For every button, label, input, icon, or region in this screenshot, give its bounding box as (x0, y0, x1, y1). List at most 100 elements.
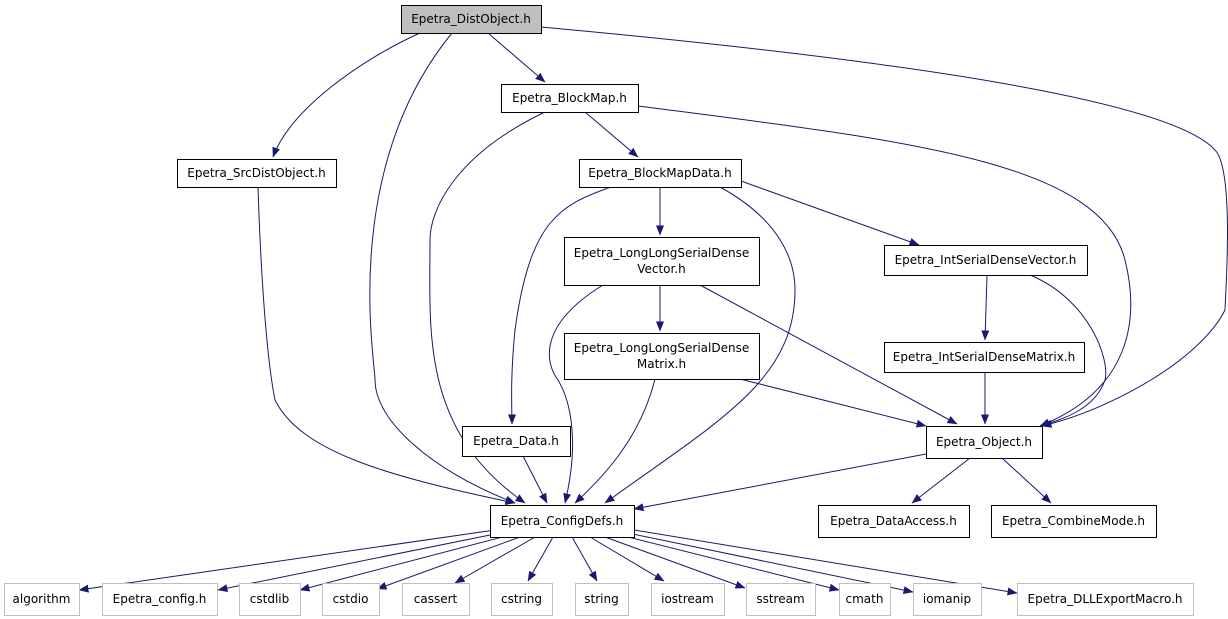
node-combinemode[interactable]: Epetra_CombineMode.h (991, 505, 1157, 538)
node-box (564, 237, 760, 286)
edge-blockmap-to-object (637, 105, 1132, 427)
edge-distobject-to-srcdist (272, 32, 421, 158)
node-config[interactable]: Epetra_config.h (102, 583, 218, 616)
node-iostream[interactable]: iostream (651, 583, 725, 616)
edge-distobject-to-configdefs (369, 32, 516, 504)
node-box (575, 583, 629, 616)
node-box (839, 583, 891, 616)
node-label: Epetra_CombineMode.h (1002, 514, 1145, 528)
node-label: Epetra_IntSerialDenseVector.h (895, 253, 1077, 267)
node-cstring[interactable]: cstring (491, 583, 553, 616)
edge-llmatrix-to-configdefs (574, 378, 656, 504)
node-box (401, 5, 542, 34)
node-label: cstring (501, 592, 542, 606)
node-box (102, 583, 218, 616)
node-box (402, 583, 470, 616)
edge-blockmapdata-to-configdefs (604, 186, 796, 504)
node-object[interactable]: Epetra_Object.h (926, 426, 1043, 459)
edge-configdefs-to-cassert (454, 536, 536, 584)
edge-configdefs-to-cstdio (376, 536, 521, 590)
edge-blockmap-to-blockmapdata (584, 111, 639, 158)
edge-blockmapdata-to-data (507, 186, 612, 425)
edge-configdefs-to-algorithm (78, 529, 496, 593)
node-box (501, 84, 639, 113)
edge-object-to-dataaccess (911, 457, 971, 504)
node-label: iostream (661, 592, 714, 606)
node-label: string (584, 592, 618, 606)
node-blockmapdata[interactable]: Epetra_BlockMapData.h (579, 159, 742, 188)
node-box (491, 583, 553, 616)
node-cstdlib[interactable]: cstdlib (239, 583, 301, 616)
node-box (746, 583, 816, 616)
node-intmatrix[interactable]: Epetra_IntSerialDenseMatrix.h (884, 342, 1085, 373)
node-intvector[interactable]: Epetra_IntSerialDenseVector.h (884, 245, 1088, 276)
node-data[interactable]: Epetra_Data.h (462, 426, 571, 457)
node-label: algorithm (13, 592, 71, 606)
node-box (913, 583, 982, 616)
node-box (564, 333, 760, 380)
node-label: Epetra_LongLongSerialDense (574, 246, 749, 260)
edge-srcdist-to-configdefs (257, 186, 516, 505)
node-configdefs[interactable]: Epetra_ConfigDefs.h (490, 505, 635, 538)
edge-configdefs-to-string (571, 536, 598, 582)
edge-llvector-to-object (699, 284, 958, 425)
edge-configdefs-to-cstdlib (299, 534, 511, 592)
node-box (239, 583, 301, 616)
edge-data-to-configdefs (522, 455, 548, 504)
node-label: Epetra_LongLongSerialDense (574, 341, 749, 355)
node-box (818, 505, 970, 538)
node-label: cstdio (333, 592, 369, 606)
edge-object-to-combinemode (1001, 457, 1052, 504)
edges-layer (78, 26, 1228, 596)
node-sstream[interactable]: sstream (746, 583, 816, 616)
node-label: Epetra_BlockMap.h (512, 91, 627, 105)
node-algorithm[interactable]: algorithm (4, 583, 80, 616)
edge-configdefs-to-cstring (527, 536, 554, 582)
node-box (884, 245, 1088, 276)
node-box (926, 426, 1043, 459)
node-dllexport[interactable]: Epetra_DLLExportMacro.h (1017, 583, 1194, 616)
node-box (579, 159, 742, 188)
node-label: Epetra_SrcDistObject.h (187, 166, 326, 180)
node-box (490, 505, 635, 538)
node-label: Epetra_ConfigDefs.h (501, 514, 624, 528)
node-distobject: Epetra_DistObject.h (401, 5, 542, 34)
node-blockmap[interactable]: Epetra_BlockMap.h (501, 84, 639, 113)
edge-configdefs-to-iomanip (627, 532, 914, 594)
node-label: Epetra_DistObject.h (411, 12, 531, 26)
edge-llmatrix-to-object (739, 378, 927, 428)
node-cmath[interactable]: cmath (839, 583, 891, 616)
node-box (884, 342, 1085, 373)
edge-configdefs-to-config (217, 532, 501, 593)
node-string[interactable]: string (575, 583, 629, 616)
node-label: cmath (846, 592, 884, 606)
node-label: cstdlib (250, 592, 289, 606)
nodes-layer: Epetra_DistObject.hEpetra_BlockMap.hEpet… (4, 5, 1194, 616)
node-cassert[interactable]: cassert (402, 583, 470, 616)
node-label: iomanip (923, 592, 971, 606)
edge-object-to-configdefs (633, 453, 927, 512)
edge-distobject-to-object (540, 26, 1228, 428)
edge-configdefs-to-cmath (619, 534, 840, 592)
node-srcdist[interactable]: Epetra_SrcDistObject.h (177, 159, 337, 188)
node-label: Epetra_Object.h (936, 435, 1032, 449)
edge-blockmap-to-configdefs (429, 111, 546, 504)
node-cstdio[interactable]: cstdio (322, 583, 380, 616)
edge-configdefs-to-dllexport (633, 529, 1018, 596)
node-box (177, 159, 337, 188)
edge-llvector-to-configdefs (548, 284, 604, 504)
node-iomanip[interactable]: iomanip (913, 583, 982, 616)
node-box (4, 583, 80, 616)
edge-intvector-to-intmatrix (981, 274, 990, 341)
node-label: Epetra_DLLExportMacro.h (1028, 592, 1183, 606)
node-label: Epetra_Data.h (473, 434, 559, 448)
edge-configdefs-to-sstream (604, 536, 746, 589)
edge-distobject-to-blockmap (487, 32, 546, 83)
node-box (462, 426, 571, 457)
node-dataaccess[interactable]: Epetra_DataAccess.h (818, 505, 970, 538)
edge-configdefs-to-iostream (589, 536, 665, 582)
node-label: sstream (756, 592, 804, 606)
node-label: Epetra_DataAccess.h (830, 514, 957, 528)
